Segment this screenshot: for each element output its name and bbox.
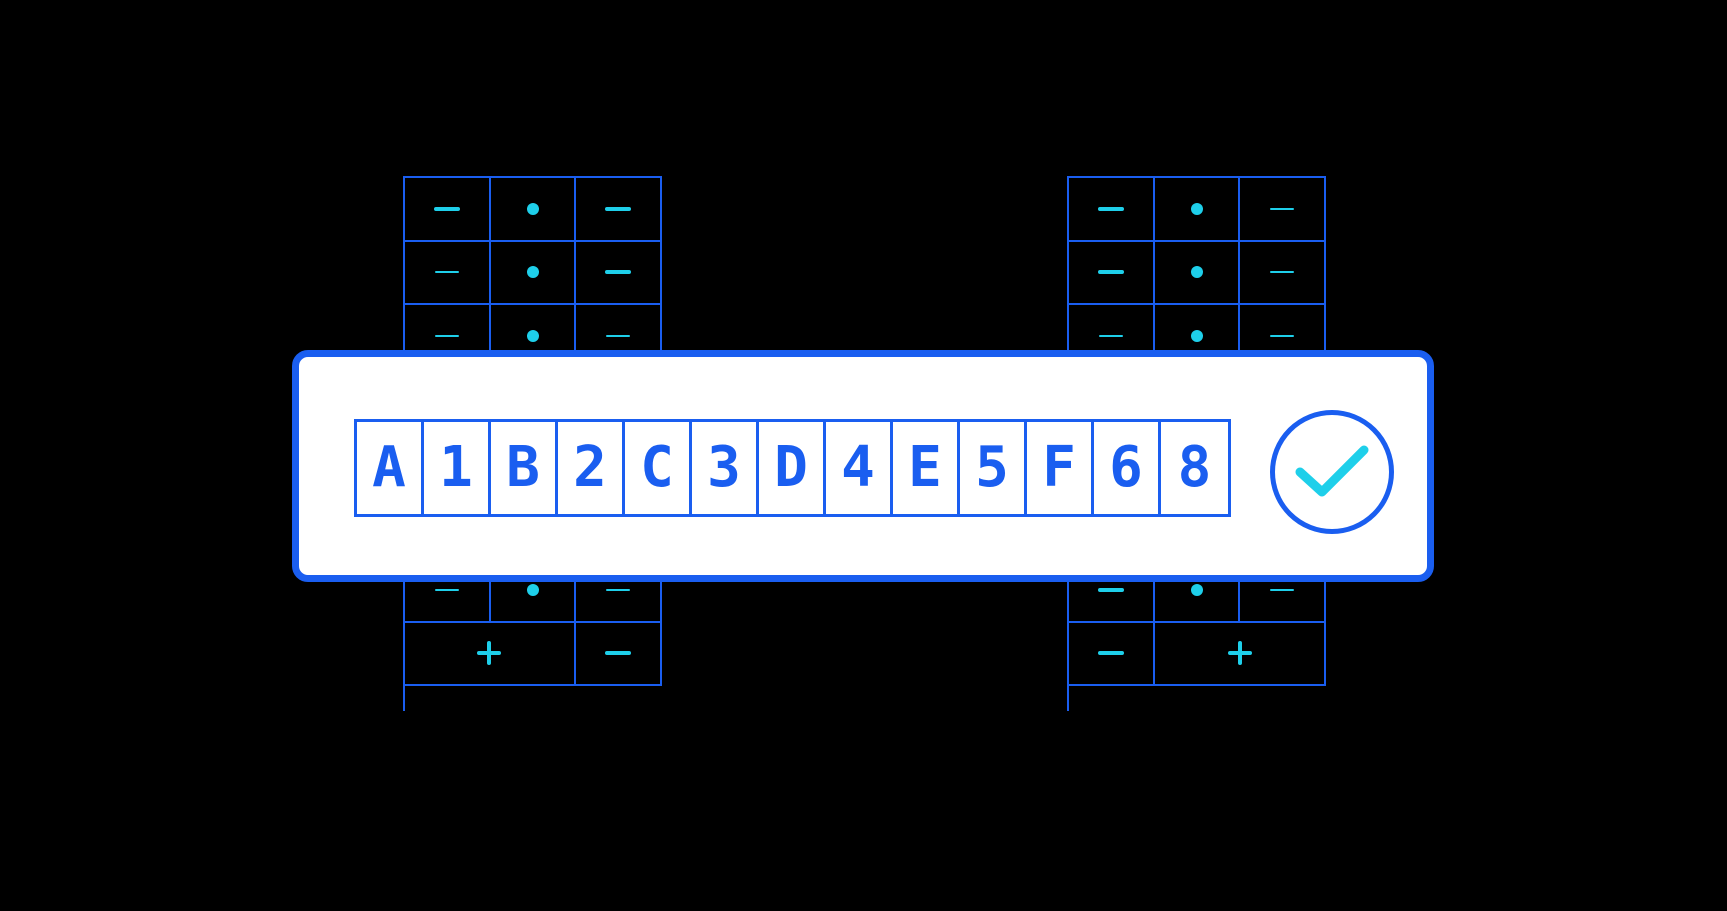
minus-icon — [1270, 588, 1295, 591]
keypad-right-key[interactable] — [1240, 559, 1327, 623]
code-char-12[interactable]: 6 — [1094, 422, 1161, 514]
keypad-left-key[interactable] — [490, 178, 577, 242]
keypad-right-key[interactable] — [1154, 559, 1241, 623]
confirm-button[interactable] — [1270, 410, 1394, 534]
keypad-right-row — [1069, 622, 1326, 686]
code-char-7[interactable]: D — [759, 422, 826, 514]
minus-icon — [1270, 207, 1295, 210]
dot-icon — [1190, 583, 1203, 596]
minus-icon — [1270, 334, 1295, 337]
keypad-left-row — [405, 559, 663, 623]
keypad-right-row — [1069, 241, 1327, 305]
checkmark-icon — [1295, 445, 1369, 497]
keypad-right-key[interactable] — [1154, 178, 1241, 242]
plus-icon — [477, 641, 502, 666]
minus-icon — [1270, 271, 1295, 274]
minus-icon — [606, 334, 631, 337]
code-char-4[interactable]: 2 — [558, 422, 625, 514]
keypad-right-key[interactable] — [1155, 622, 1326, 686]
keypad-left-key[interactable] — [490, 559, 577, 623]
keypad-right-key[interactable] — [1069, 559, 1155, 623]
dot-icon — [526, 202, 539, 215]
plus-icon — [1227, 641, 1252, 666]
code-char-1[interactable]: A — [357, 422, 424, 514]
code-char-10[interactable]: 5 — [960, 422, 1027, 514]
minus-icon — [1098, 334, 1123, 337]
keypad-right-key[interactable] — [1154, 241, 1241, 305]
minus-icon — [1097, 587, 1124, 592]
keypad-left-key[interactable] — [575, 622, 662, 686]
keypad-right-key[interactable] — [1069, 241, 1155, 305]
code-char-6[interactable]: 3 — [692, 422, 759, 514]
code-entry-panel: A 1 B 2 C 3 D 4 E 5 F 6 8 — [292, 350, 1434, 582]
keypad-right-row — [1069, 178, 1327, 242]
code-char-2[interactable]: 1 — [424, 422, 491, 514]
code-char-5[interactable]: C — [625, 422, 692, 514]
minus-icon — [605, 270, 632, 275]
keypad-left-key[interactable] — [405, 178, 491, 242]
dot-icon — [526, 329, 539, 342]
minus-icon — [434, 588, 459, 591]
minus-icon — [433, 206, 460, 211]
dot-icon — [1190, 266, 1203, 279]
keypad-left-key[interactable] — [576, 241, 663, 305]
minus-icon — [434, 334, 459, 337]
keypad-right-key[interactable] — [1240, 241, 1327, 305]
minus-icon — [434, 271, 459, 274]
dot-icon — [1190, 329, 1203, 342]
minus-icon — [606, 588, 631, 591]
keypad-left-row — [405, 178, 663, 242]
code-char-9[interactable]: E — [893, 422, 960, 514]
minus-icon — [1097, 270, 1124, 275]
dot-icon — [526, 583, 539, 596]
keypad-left-row — [405, 241, 663, 305]
dot-icon — [526, 266, 539, 279]
keypad-left-row — [405, 622, 662, 686]
keypad-left-key[interactable] — [576, 178, 663, 242]
keypad-left-key[interactable] — [405, 622, 576, 686]
code-char-11[interactable]: F — [1027, 422, 1094, 514]
keypad-left-key[interactable] — [405, 241, 491, 305]
minus-icon — [1097, 206, 1124, 211]
minus-icon — [1098, 651, 1125, 656]
code-char-3[interactable]: B — [491, 422, 558, 514]
keypad-left-key[interactable] — [405, 559, 491, 623]
dot-icon — [1190, 202, 1203, 215]
code-char-13[interactable]: 8 — [1177, 435, 1212, 500]
keypad-right-row — [1069, 559, 1327, 623]
code-char-8[interactable]: 4 — [826, 422, 893, 514]
code-input-row[interactable]: A 1 B 2 C 3 D 4 E 5 F 6 8 — [354, 419, 1231, 517]
keypad-right-key[interactable] — [1069, 178, 1155, 242]
keypad-left-key[interactable] — [490, 241, 577, 305]
keypad-right-key[interactable] — [1240, 178, 1327, 242]
minus-icon — [605, 206, 632, 211]
minus-icon — [604, 651, 631, 656]
keypad-left-key[interactable] — [576, 559, 663, 623]
keypad-right-key[interactable] — [1069, 622, 1156, 686]
